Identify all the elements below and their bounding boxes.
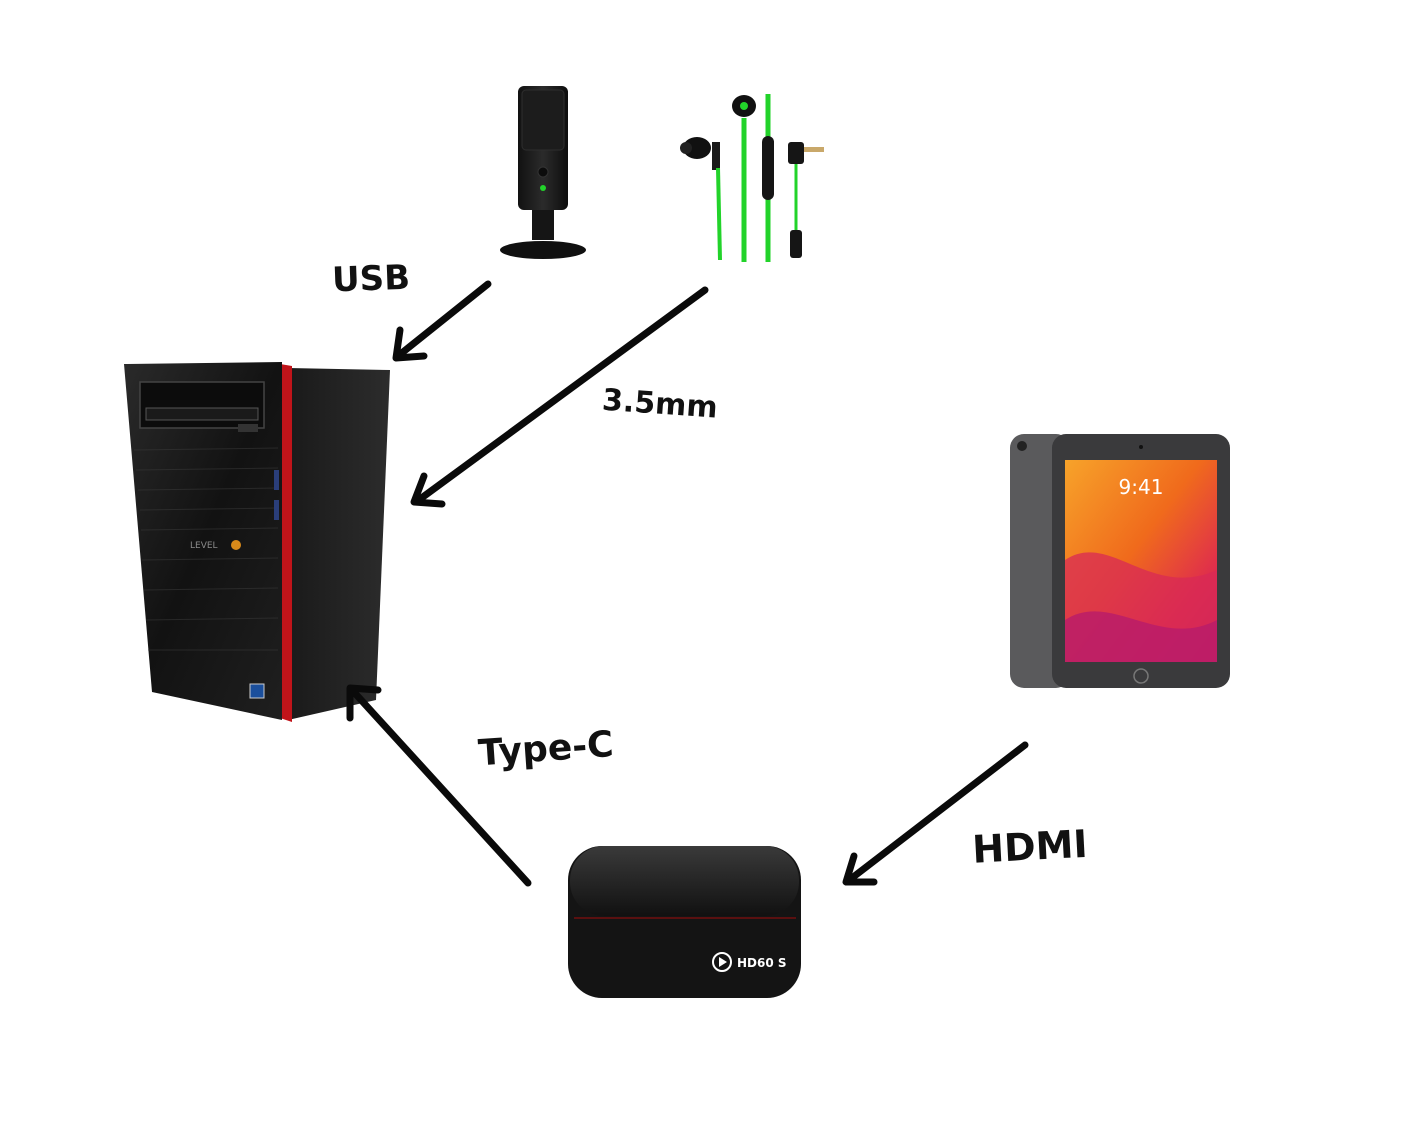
- mic-stand-base: [500, 241, 586, 259]
- pc-front-panel: [124, 362, 282, 720]
- capture-card-logo: [712, 952, 732, 972]
- label-hdmi: HDMI: [971, 822, 1088, 872]
- capture-card: HD60 S: [568, 846, 801, 998]
- capture-card-top: [570, 846, 799, 916]
- ipad: 9:41: [1010, 434, 1230, 688]
- pc-drive-button: [238, 424, 258, 432]
- ipad-wallpaper-wave: [1065, 611, 1217, 662]
- mic-knob: [537, 166, 549, 178]
- ipad-front-camera: [1139, 445, 1143, 449]
- earbud-left: [683, 137, 711, 159]
- earphone-remote: [762, 136, 774, 200]
- pc-drive-bay: [139, 381, 265, 429]
- audio-jack: [788, 142, 804, 164]
- usb-microphone: [500, 86, 586, 259]
- pc-front-port: [274, 500, 279, 520]
- pc-side-panel: [288, 368, 390, 720]
- pc-tower: LEVEL: [124, 362, 390, 722]
- mic-stand-neck: [532, 210, 554, 240]
- pc-front-texture: [133, 447, 279, 651]
- arrow-3-5mm: [410, 286, 709, 508]
- earbud-left-tip: [680, 142, 692, 154]
- arrow-hdmi: [842, 741, 1029, 886]
- arrow-usb: [392, 280, 492, 362]
- earbud-left-stem: [712, 142, 720, 170]
- earphones: [680, 94, 824, 262]
- capture-card-model: HD60 S: [737, 956, 787, 970]
- ipad-camera: [1017, 441, 1027, 451]
- capture-card-logo-play: [719, 957, 727, 967]
- earphone-splitter: [790, 230, 802, 258]
- audio-jack-plug: [804, 147, 824, 152]
- label-usb: USB: [331, 258, 410, 301]
- label-3-5mm: 3.5mm: [601, 383, 719, 426]
- pc-drive-tray: [145, 407, 259, 421]
- pc-intel-badge: [249, 683, 265, 699]
- mic-status-light: [540, 185, 546, 191]
- pc-logo: LEVEL: [190, 541, 218, 551]
- label-type-c: Type-C: [477, 724, 615, 774]
- earphone-cable: [716, 167, 722, 261]
- arrow-type-c: [346, 684, 532, 887]
- ipad-home-button: [1133, 668, 1149, 684]
- mic-grille: [521, 89, 565, 151]
- pc-red-trim: [280, 364, 292, 722]
- ipad-clock: 9:41: [1119, 475, 1164, 499]
- pc-logo-mark: [231, 540, 241, 550]
- earbud-right-logo: [740, 102, 748, 110]
- pc-front-port: [274, 470, 279, 490]
